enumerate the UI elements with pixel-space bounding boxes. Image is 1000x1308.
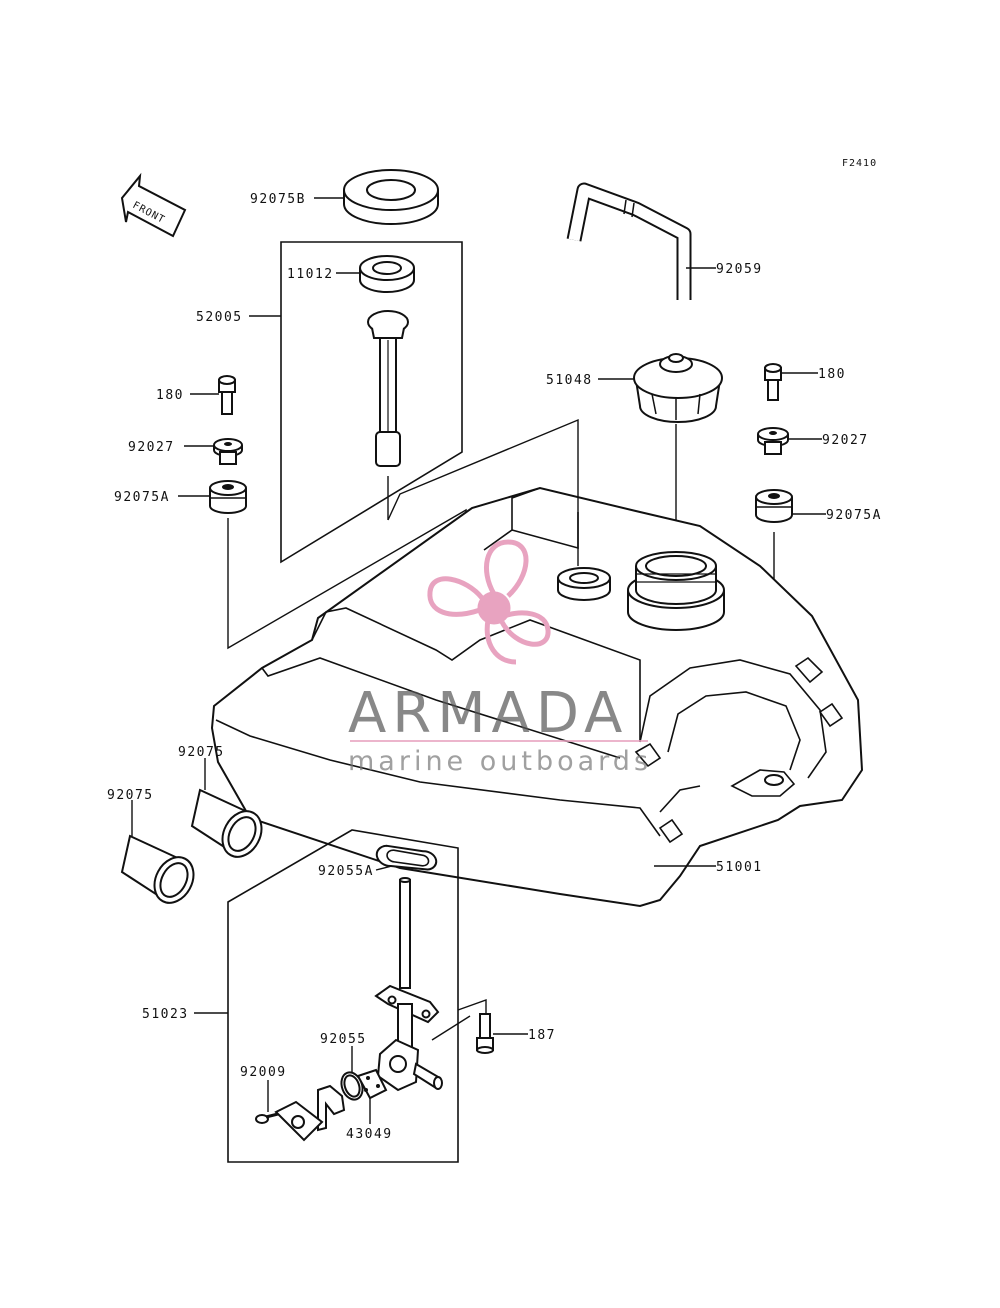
label-92075-upper: 92075	[178, 745, 225, 760]
part-187-bolt	[476, 1013, 494, 1054]
figure-code: F2410	[842, 158, 877, 169]
part-92075a-grommet-left	[209, 480, 247, 514]
label-187: 187	[528, 1028, 556, 1043]
part-51023-fuel-cock	[374, 877, 443, 1092]
box-52005	[280, 241, 463, 564]
part-92055a-gasket	[375, 844, 438, 871]
box-51023	[227, 829, 459, 1163]
part-11012-grommet	[359, 255, 415, 293]
watermark-subtitle: marine outboards	[348, 746, 652, 777]
label-51001: 51001	[716, 860, 763, 875]
part-92075b-ring	[343, 169, 439, 225]
part-92075a-grommet-right	[755, 489, 793, 523]
part-gauge-stem	[367, 310, 409, 467]
label-92075a-left: 92075A	[114, 490, 170, 505]
part-92009-screw	[255, 1112, 279, 1124]
part-43049-diaphragm	[356, 1068, 388, 1100]
part-fuel-cock-lever	[317, 1084, 346, 1132]
label-92027-left: 92027	[128, 440, 175, 455]
part-92055-o-ring	[340, 1071, 364, 1101]
label-92075a-right: 92075A	[826, 508, 882, 523]
part-92075-sleeve-lower	[120, 834, 195, 904]
part-51048-fuel-cap	[633, 353, 723, 423]
label-51023: 51023	[142, 1007, 189, 1022]
propeller-logo-icon	[427, 539, 551, 665]
part-92075-sleeve-upper	[190, 788, 263, 858]
label-52005: 52005	[196, 310, 243, 325]
part-180-bolt-left	[218, 375, 236, 415]
label-92075-lower: 92075	[107, 788, 154, 803]
armada-watermark: ARMADA marine outboards	[348, 539, 652, 777]
label-92055: 92055	[320, 1032, 367, 1047]
label-92059: 92059	[716, 262, 763, 277]
label-92075b: 92075B	[250, 192, 306, 207]
part-92027-collar-right	[757, 427, 789, 455]
front-arrow-icon: FRONT	[120, 172, 187, 238]
part-92027-collar-left	[213, 438, 243, 465]
part-51001-fuel-tank	[210, 486, 864, 908]
label-92009: 92009	[240, 1065, 287, 1080]
part-180-bolt-right	[764, 363, 782, 401]
label-11012: 11012	[287, 267, 334, 282]
label-180-right: 180	[818, 367, 846, 382]
part-fuel-cock-cover-plate	[274, 1100, 324, 1142]
label-92055a: 92055A	[318, 864, 374, 879]
label-92027-right: 92027	[822, 433, 869, 448]
part-92059-hose	[566, 182, 692, 300]
label-180-left: 180	[156, 388, 184, 403]
label-43049: 43049	[346, 1127, 393, 1142]
label-51048: 51048	[546, 373, 593, 388]
watermark-title: ARMADA	[348, 681, 628, 746]
